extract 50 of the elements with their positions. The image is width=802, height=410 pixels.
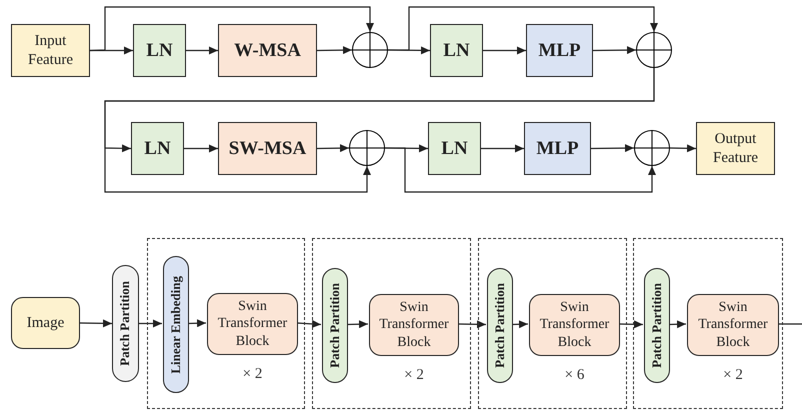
arrow	[316, 144, 350, 152]
repeat-count: × 2	[403, 366, 425, 385]
arrow	[90, 6, 374, 52]
feature-box: Output Feature	[696, 122, 775, 175]
feature-box: Input Feature	[11, 24, 90, 77]
process-box: LN	[428, 122, 481, 175]
process-box: Image	[11, 297, 80, 349]
stage-frame	[147, 238, 305, 409]
arrow	[591, 144, 634, 152]
process-box: Swin Transformer Block	[687, 294, 779, 356]
arrow	[593, 46, 636, 54]
process-pill: Patch Partition	[644, 268, 670, 383]
arrow	[317, 46, 352, 54]
repeat-count: × 2	[722, 366, 744, 385]
process-box: Swin Transformer Block	[207, 293, 298, 355]
arrow	[483, 46, 526, 54]
arrow	[481, 144, 524, 152]
arrow	[388, 6, 658, 51]
arrow	[104, 68, 655, 193]
arrow	[186, 46, 218, 54]
arrow	[80, 319, 112, 328]
process-box: LN	[430, 24, 483, 77]
process-box: SW-MSA	[218, 122, 317, 175]
process-pill: Patch Partition	[112, 265, 139, 382]
arrow	[670, 144, 696, 152]
process-box: MLP	[524, 122, 591, 175]
stage-frame	[633, 238, 783, 409]
process-box: Swin Transformer Block	[369, 294, 459, 356]
process-pill: Patch Partition	[322, 268, 348, 383]
arrow	[296, 320, 322, 328]
arrow	[184, 144, 218, 152]
arrow	[385, 147, 656, 193]
stage-frame	[478, 238, 627, 409]
arrow	[188, 319, 206, 328]
process-box: LN	[133, 24, 186, 77]
arrow	[458, 320, 486, 328]
arrow	[346, 320, 368, 328]
process-box: MLP	[526, 24, 593, 77]
process-pill: Linear Embeding	[163, 256, 189, 393]
process-pill: Patch Partition	[487, 268, 513, 383]
arrow	[139, 320, 162, 328]
arrow	[512, 320, 528, 328]
process-box: W-MSA	[218, 24, 317, 77]
arrow	[668, 320, 686, 328]
repeat-count: × 6	[564, 366, 586, 385]
arrow	[618, 320, 644, 328]
process-box: LN	[131, 122, 184, 175]
repeat-count: × 2	[242, 365, 264, 384]
process-box: Swin Transformer Block	[529, 294, 620, 356]
stage-frame	[312, 238, 471, 409]
